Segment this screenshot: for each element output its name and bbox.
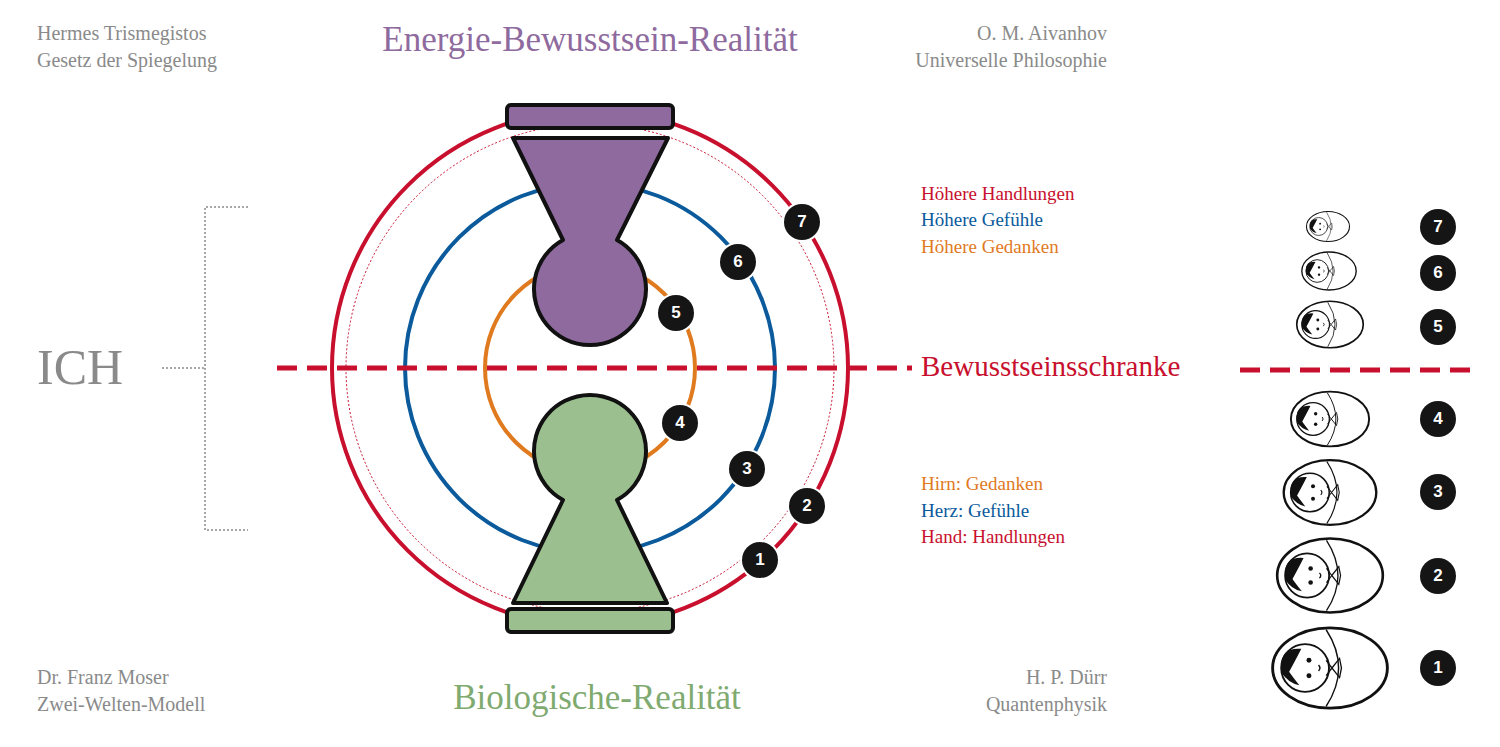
source-name: Hermes Trismegistos bbox=[37, 22, 206, 45]
level-label: Höhere Gefühle bbox=[921, 209, 1043, 231]
callout-number: 4 bbox=[1420, 401, 1456, 437]
callout-number: 5 bbox=[658, 295, 694, 331]
source-note: Zwei-Welten-Modell bbox=[37, 693, 205, 716]
level-label: Hand: Handlungen bbox=[921, 526, 1065, 548]
callout-number: 7 bbox=[1420, 209, 1456, 245]
source-note: Gesetz der Spiegelung bbox=[37, 49, 217, 72]
matryoshka-dolls bbox=[1273, 211, 1388, 708]
source-name: Dr. Franz Moser bbox=[37, 666, 169, 689]
source-note: Quantenphysik bbox=[986, 693, 1107, 716]
callout-number: 3 bbox=[1420, 474, 1456, 510]
callout-number: 4 bbox=[662, 405, 698, 441]
barrier-line bbox=[277, 368, 1470, 370]
title: Energie-Bewusstsein-Realität bbox=[382, 20, 797, 60]
barrier-label: Bewusstseinsschranke bbox=[921, 350, 1180, 383]
green-figure bbox=[507, 395, 673, 632]
level-label: Herz: Gefühle bbox=[921, 500, 1029, 522]
callout-number: 7 bbox=[784, 204, 820, 240]
callout-number: 2 bbox=[789, 488, 825, 524]
level-label: Hirn: Gedanken bbox=[921, 473, 1043, 495]
purple-figure bbox=[507, 105, 673, 345]
callout-number: 5 bbox=[1420, 309, 1456, 345]
callout-number: 6 bbox=[720, 244, 756, 280]
subtitle: Biologische-Realität bbox=[453, 678, 741, 718]
self-label: ICH bbox=[37, 339, 123, 397]
callout-number: 2 bbox=[1420, 558, 1456, 594]
callout-number: 6 bbox=[1420, 255, 1456, 291]
callout-number: 3 bbox=[729, 451, 765, 487]
bracket bbox=[162, 207, 248, 530]
callout-number: 1 bbox=[742, 542, 778, 578]
level-label: Höhere Handlungen bbox=[921, 183, 1075, 205]
source-name: O. M. Aivanhov bbox=[977, 22, 1107, 45]
callout-number: 1 bbox=[1420, 650, 1456, 686]
source-note: Universelle Philosophie bbox=[915, 49, 1107, 72]
source-name: H. P. Dürr bbox=[1026, 666, 1107, 689]
level-label: Höhere Gedanken bbox=[921, 236, 1059, 258]
